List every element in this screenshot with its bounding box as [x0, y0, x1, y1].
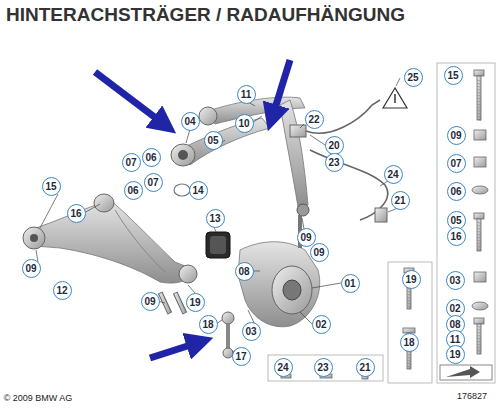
callout-number: 19 [446, 345, 465, 364]
callout-number: 13 [206, 209, 225, 228]
seal-ring [174, 184, 190, 196]
callout-number: 09 [141, 292, 160, 311]
callout-number: 04 [181, 112, 200, 131]
callout-number: 23 [325, 153, 344, 172]
bushing [206, 232, 230, 258]
callout-number: 20 [325, 136, 344, 155]
callout-number: 21 [356, 358, 375, 377]
callout-number: 05 [204, 131, 223, 150]
callout-number: 11 [237, 85, 256, 104]
callout-number: 24 [384, 165, 403, 184]
callout-number: 07 [447, 154, 466, 173]
callout-number: 06 [447, 182, 466, 201]
callout-number: 18 [400, 333, 419, 352]
guide-arm [199, 97, 309, 216]
callout-number: 14 [189, 181, 208, 200]
callout-number: 10 [235, 114, 254, 133]
leader-lines [36, 78, 400, 352]
callout-number: 02 [312, 315, 331, 334]
callout-number: 23 [314, 358, 333, 377]
parts-column [268, 63, 495, 383]
callout-number: 07 [122, 153, 141, 172]
callout-number: 18 [199, 315, 218, 334]
callout-number: 22 [305, 110, 324, 129]
callout-number: 06 [124, 181, 143, 200]
callout-number: 09 [297, 228, 316, 247]
callout-number: 03 [446, 271, 465, 290]
callout-number: 01 [341, 274, 360, 293]
sensor-cable [290, 100, 388, 222]
callout-number: 07 [144, 173, 163, 192]
lower-arm [23, 194, 197, 283]
callout-number: 09 [447, 126, 466, 145]
image-note: 176827 [456, 391, 488, 401]
callout-number: 16 [67, 204, 86, 223]
callout-number: 06 [142, 148, 161, 167]
callout-number: 09 [22, 259, 41, 278]
fastener-column [281, 70, 488, 379]
bolts [159, 292, 187, 314]
warning-symbol [383, 88, 407, 108]
callout-number: 19 [402, 270, 421, 289]
callout-number: 12 [53, 281, 72, 300]
callout-number: 21 [391, 191, 410, 210]
screw-threads [407, 80, 481, 368]
callout-number: 08 [235, 262, 254, 281]
callout-number: 16 [447, 227, 466, 246]
callout-number: 25 [404, 68, 423, 87]
callout-number: 15 [444, 66, 463, 85]
callout-number: 09 [310, 243, 329, 262]
diagram-title: HINTERACHSTRÄGER / RADAUFHÄNGUNG [6, 4, 405, 26]
highlight-arrows [95, 60, 290, 358]
callout-number: 17 [232, 347, 251, 366]
callout-number: 24 [274, 358, 293, 377]
callout-number: 15 [42, 177, 61, 196]
image-note: © 2009 BMW AG [3, 393, 74, 403]
callout-number: 03 [242, 322, 261, 341]
callout-number: 19 [186, 293, 205, 312]
